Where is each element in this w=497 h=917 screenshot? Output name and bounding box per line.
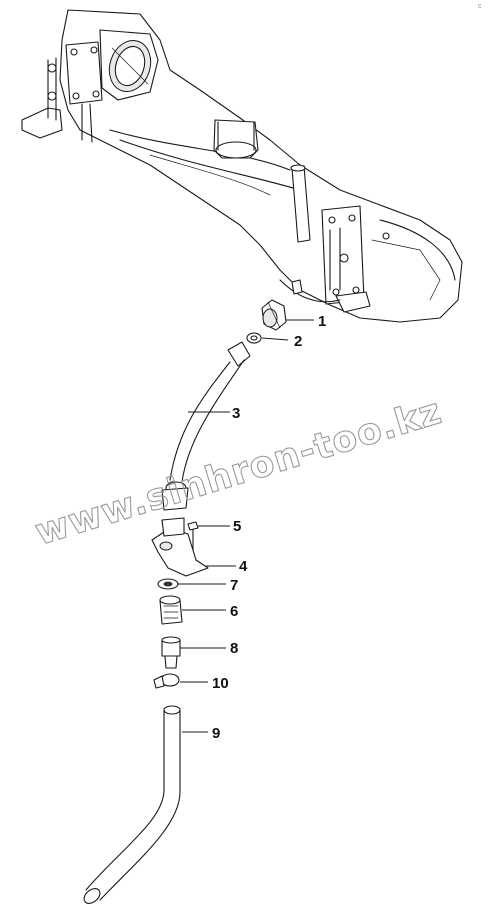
- callout-labels: 1 2 3 5 4 7 6 8 10 9: [212, 313, 326, 742]
- part-6-union-nut: [159, 595, 183, 625]
- part-9-drain-hose: [83, 705, 181, 904]
- part-3-curved-hose: [161, 341, 251, 511]
- part-5-bolt: [187, 521, 199, 557]
- part-1-adapter-fitting: [261, 299, 287, 331]
- callout-7: 7: [230, 577, 238, 594]
- axle-housing: [21, 9, 463, 323]
- part-7-washer: [157, 578, 179, 590]
- callout-4: 4: [239, 558, 248, 575]
- part-4-bracket: [151, 517, 209, 577]
- callout-2: 2: [294, 333, 302, 350]
- part-2-seal-ring: [246, 332, 262, 344]
- callout-9: 9: [212, 725, 220, 742]
- callout-6: 6: [230, 603, 238, 620]
- callout-5: 5: [233, 518, 241, 535]
- callout-3: 3: [232, 405, 240, 422]
- part-8-hose-nipple: [161, 636, 181, 669]
- corner-mark: c: [478, 3, 482, 10]
- callout-10: 10: [212, 675, 229, 692]
- leader-lines: [178, 319, 314, 733]
- part-10-hose-clamp: [153, 673, 180, 689]
- callout-8: 8: [230, 640, 238, 657]
- callout-1: 1: [318, 313, 326, 330]
